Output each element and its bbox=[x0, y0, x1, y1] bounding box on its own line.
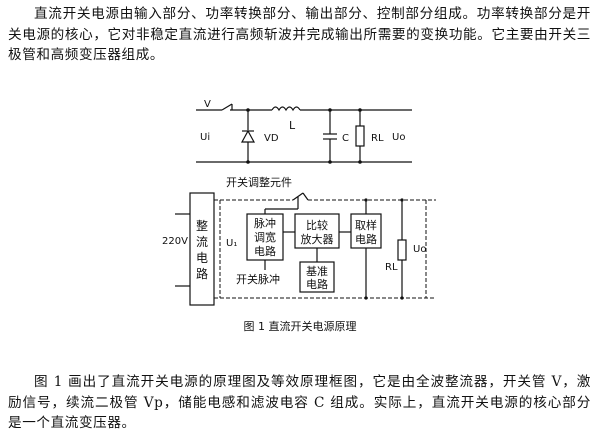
label-bd-uo: Uo bbox=[413, 244, 426, 255]
svg-text:基准: 基准 bbox=[306, 265, 328, 278]
label-switch-element: 开关调整元件 bbox=[226, 175, 292, 189]
rectifier-label-1: 整 bbox=[196, 218, 208, 233]
intro-paragraph: 直流开关电源由输入部分、功率转换部分、输出部分、控制部分组成。功率转换部分是开关… bbox=[8, 6, 591, 63]
svg-text:脉冲: 脉冲 bbox=[254, 216, 276, 230]
svg-text:电路: 电路 bbox=[355, 233, 377, 246]
label-output-uo: Uo bbox=[392, 132, 405, 143]
label-diode-vd: VD bbox=[264, 133, 279, 144]
top-circuit: V L VD C RL Ui Uo bbox=[196, 99, 412, 164]
rectifier-label-3: 电 bbox=[196, 251, 208, 265]
svg-text:电路: 电路 bbox=[254, 245, 276, 258]
figure-caption: 图 1 直流开关电源原理 bbox=[244, 319, 357, 333]
svg-text:放大器: 放大器 bbox=[301, 232, 334, 246]
block-diagram: 220V 整 流 电 路 开关调整元件 U₁ 脉冲 调宽 电路 比较 放大器 取… bbox=[162, 175, 436, 306]
label-u1: U₁ bbox=[226, 238, 237, 249]
svg-text:比较: 比较 bbox=[306, 218, 328, 232]
label-capacitor-c: C bbox=[342, 133, 349, 144]
svg-text:取样: 取样 bbox=[355, 218, 377, 232]
rectifier-label-2: 流 bbox=[196, 235, 208, 249]
label-input-ui: Ui bbox=[200, 132, 210, 143]
label-220v: 220V bbox=[162, 236, 188, 247]
label-bd-rl: RL bbox=[385, 262, 398, 273]
label-inductor-l: L bbox=[289, 119, 296, 132]
rectifier-block bbox=[189, 192, 215, 306]
explanation-paragraph: 图 1 画出了直流开关电源的原理图及等效原理框图，它是由全波整流器，开关管 V，… bbox=[8, 374, 591, 431]
svg-text:电路: 电路 bbox=[306, 278, 328, 291]
label-switch-v: V bbox=[204, 99, 211, 110]
svg-text:调宽: 调宽 bbox=[254, 230, 276, 244]
label-load-rl: RL bbox=[371, 133, 384, 144]
label-switch-pulse: 开关脉冲 bbox=[236, 272, 280, 286]
rectifier-label-4: 路 bbox=[196, 266, 208, 281]
